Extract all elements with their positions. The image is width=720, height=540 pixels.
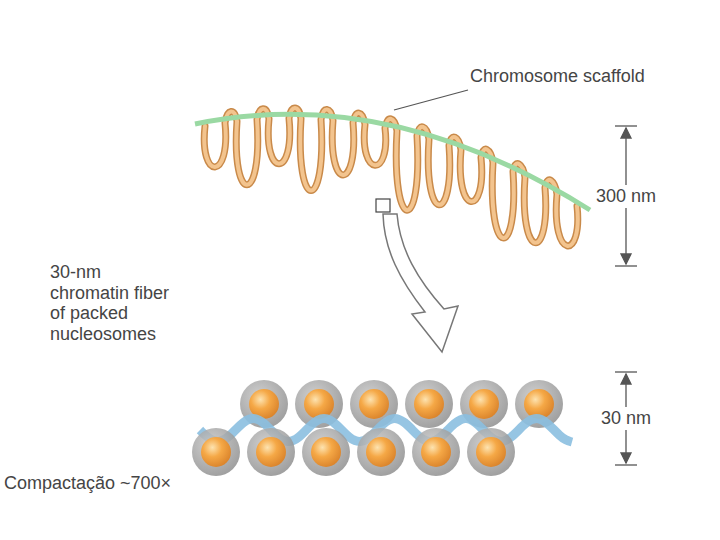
- histone-shell: [247, 428, 295, 476]
- histone-shell: [412, 428, 460, 476]
- histone-core: [469, 389, 499, 419]
- histone-core: [359, 389, 389, 419]
- histone-shell: [405, 380, 453, 428]
- chromosome-scaffold: [195, 114, 590, 210]
- histone-core: [201, 437, 231, 467]
- nucleosome: [302, 428, 350, 476]
- zoom-box: [376, 199, 390, 212]
- nucleosome: [467, 428, 515, 476]
- histone-core: [256, 437, 286, 467]
- nucleosome: [247, 428, 295, 476]
- histone-core: [476, 437, 506, 467]
- histone-shell: [302, 428, 350, 476]
- label-text: 300 nm: [593, 185, 659, 208]
- label-text: Chromosome scaffold: [470, 66, 645, 87]
- histone-core: [421, 437, 451, 467]
- nucleosome: [405, 380, 453, 428]
- label-text: 30 nm: [598, 407, 654, 430]
- label-text: 30-nm chromatin fiber of packed nucleoso…: [50, 262, 172, 345]
- histone-core: [366, 437, 396, 467]
- histone-core: [311, 437, 341, 467]
- nucleosome: [412, 428, 460, 476]
- nucleosome: [357, 428, 405, 476]
- chromatin-fiber: [192, 380, 572, 476]
- nucleosome: [192, 428, 240, 476]
- label-text: Compactação ~700×: [4, 473, 304, 494]
- leader-line: [394, 90, 468, 110]
- histone-shell: [467, 428, 515, 476]
- zoom-arrow: [383, 214, 458, 352]
- histone-shell: [192, 428, 240, 476]
- histone-core: [304, 389, 334, 419]
- front-row: [192, 428, 515, 476]
- histone-core: [414, 389, 444, 419]
- histone-shell: [357, 428, 405, 476]
